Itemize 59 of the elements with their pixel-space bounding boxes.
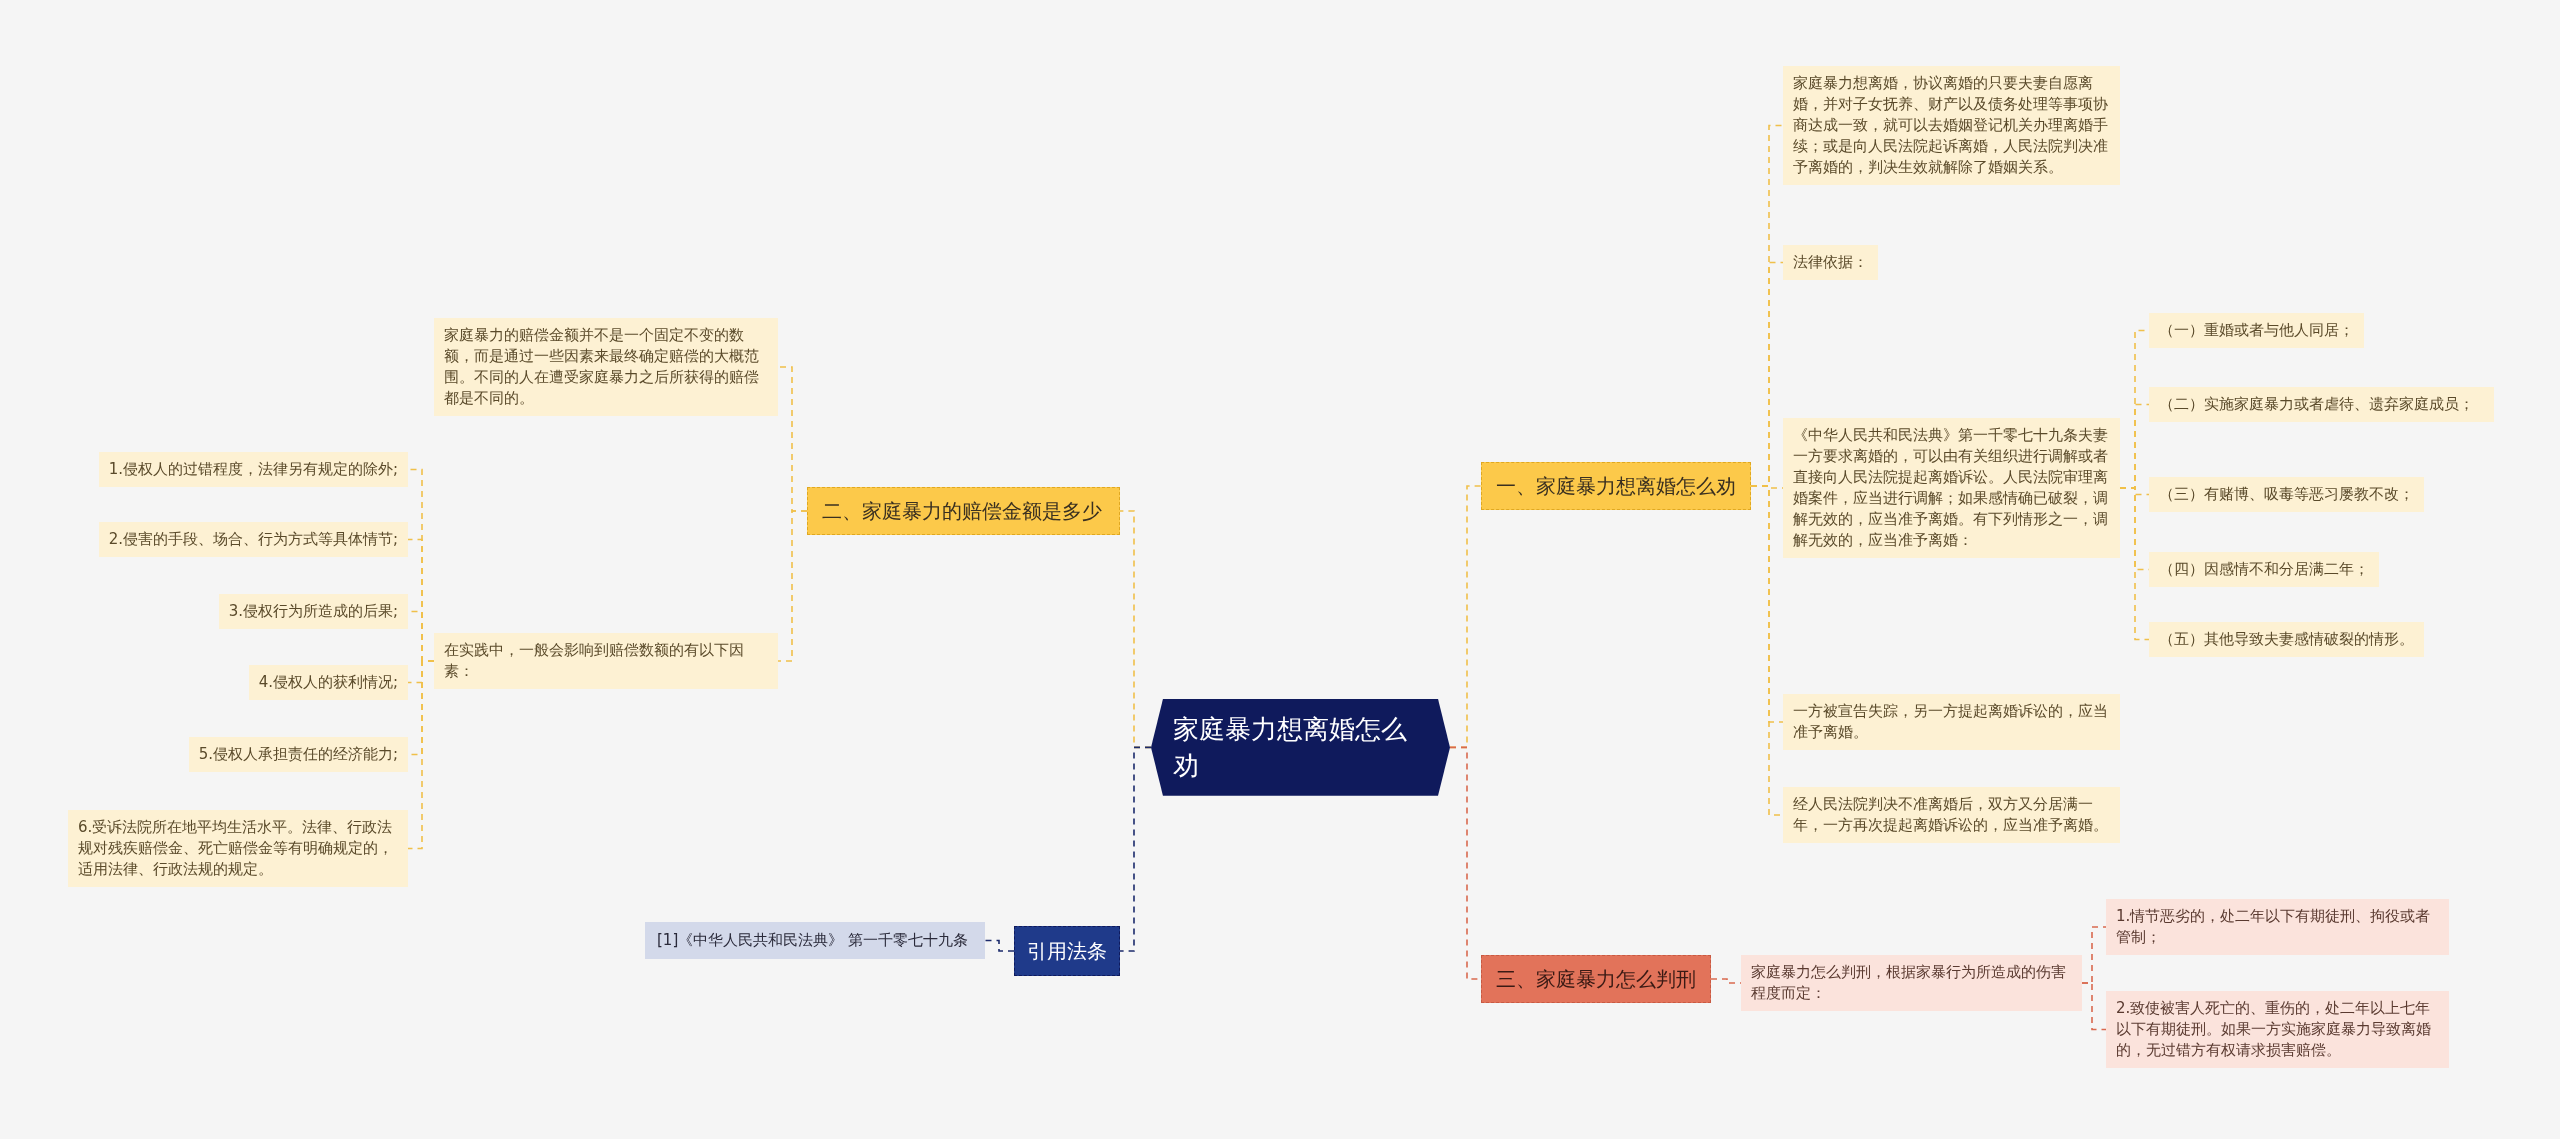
- topic-text: 家庭暴力想离婚怎么劝: [1173, 713, 1408, 783]
- subtopic-box: [2149, 387, 2494, 422]
- subtopic-box: [1783, 694, 2120, 750]
- topic-text: 经人民法院判决不准离婚后，双方又分居满一年，一方再次提起离婚诉讼的，应当准予离婚。: [1793, 794, 2109, 836]
- subtopic-box: [98, 522, 408, 557]
- subtopic-box: [434, 633, 778, 689]
- subtopic-box: [2106, 899, 2449, 955]
- reference-box: [645, 922, 985, 959]
- topic-text: 在实践中，一般会影响到赔偿数额的有以下因素：: [444, 640, 745, 682]
- topic-text: 2.侵害的手段、场合、行为方式等具体情节;: [108, 529, 398, 550]
- topic-text: 家庭暴力怎么判刑，根据家暴行为所造成的伤害程度而定：: [1751, 962, 2067, 1004]
- subtopic-box: [2149, 477, 2424, 512]
- branch-topic: [1481, 462, 1751, 510]
- topic-text: 2.致使被害人死亡的、重伤的，处二年以上七年以下有期徒刑。如果一方实施家庭暴力导致离婚的，无过错方有权请求损害赔偿。: [2116, 998, 2432, 1061]
- subtopic-box: [188, 737, 408, 772]
- topic-text: 一方被宣告失踪，另一方提起离婚诉讼的，应当准予离婚。: [1793, 701, 2109, 743]
- topic-text: （五）其他导致夫妻感情破裂的情形。: [2159, 629, 2414, 650]
- subtopic-box: [2106, 991, 2449, 1068]
- branch-topic: [807, 487, 1120, 535]
- connector-line: [407, 660, 435, 850]
- connector-line: [1119, 746, 1152, 952]
- topic-text: （三）有赌博、吸毒等恶习屡教不改；: [2159, 484, 2414, 505]
- topic-text: 1.情节恶劣的，处二年以下有期徒刑、拘役或者管制；: [2116, 906, 2432, 948]
- topic-text: 引用法条: [1027, 938, 1107, 965]
- topic-text: 6.受诉法院所在地平均生活水平。法律、行政法规对残疾赔偿金、死亡赔偿金等有明确规定的，适用法律、行政法规的规定。: [78, 817, 394, 880]
- topic-text: 1.侵权人的过错程度，法律另有规定的除外;: [108, 459, 398, 480]
- subtopic-box: [248, 665, 408, 700]
- branch-topic: [1014, 926, 1120, 976]
- topic-text: 4.侵权人的获利情况;: [258, 672, 398, 693]
- topic-text: 家庭暴力的赔偿金额并不是一个固定不变的数额，而是通过一些因素来最终确定赔偿的大概范围。不同的人在遭受家庭暴力之后所获得的赔偿都是不同的。: [444, 325, 760, 409]
- topic-text: 家庭暴力想离婚，协议离婚的只要夫妻自愿离婚，并对子女抚养、财产以及债务处理等事项协商达成一致，就可以去婚姻登记机关办理离婚手续；或是向人民法院起诉离婚，人民法院判决准予离婚的，判决生效就解除了婚姻关系。: [1793, 73, 2109, 178]
- subtopic-box: [68, 810, 408, 887]
- subtopic-box: [2149, 313, 2364, 348]
- topic-text: （四）因感情不和分居满二年；: [2159, 559, 2369, 580]
- topic-text: 二、家庭暴力的赔偿金额是多少: [822, 498, 1103, 525]
- connector-line: [2081, 982, 2107, 1031]
- topic-text: 三、家庭暴力怎么判刑: [1496, 966, 1696, 993]
- subtopic-box: [218, 594, 408, 629]
- topic-text: 一、家庭暴力想离婚怎么劝: [1496, 473, 1736, 500]
- connector-line: [777, 510, 808, 662]
- subtopic-box: [98, 452, 408, 487]
- subtopic-box: [1783, 787, 2120, 843]
- topic-text: 《中华人民共和民法典》第一千零七十九条夫妻一方要求离婚的，可以由有关组织进行调解或者直接向人民法院提起离婚诉讼。人民法院审理离婚案件，应当进行调解；如果感情确已破裂，调解无效的，应当准予离婚。有下列情形之一，调解无效的，应当准予离婚：: [1793, 425, 2109, 551]
- subtopic-box: [2149, 552, 2379, 587]
- topic-text: 法律依据：: [1793, 252, 1868, 273]
- topic-text: （二）实施家庭暴力或者虐待、遗弃家庭成员；: [2159, 394, 2475, 415]
- subtopic-box: [2149, 622, 2424, 657]
- connector-line: [2119, 487, 2150, 641]
- topic-text: 5.侵权人承担责任的经济能力;: [198, 744, 398, 765]
- subtopic-box: [434, 318, 778, 416]
- topic-text: [1]《中华人民共和民法典》 第一千零七十九条: [657, 930, 969, 951]
- subtopic-box: [1783, 66, 2120, 185]
- subtopic-box: [1783, 418, 2120, 558]
- topic-text: （一）重婚或者与他人同居；: [2159, 320, 2354, 341]
- subtopic-box: [1741, 955, 2082, 1011]
- topic-text: 3.侵权行为所造成的后果;: [228, 601, 398, 622]
- branch-topic: [1481, 955, 1711, 1003]
- subtopic-box: [1783, 245, 1878, 280]
- connector-line: [984, 939, 1015, 952]
